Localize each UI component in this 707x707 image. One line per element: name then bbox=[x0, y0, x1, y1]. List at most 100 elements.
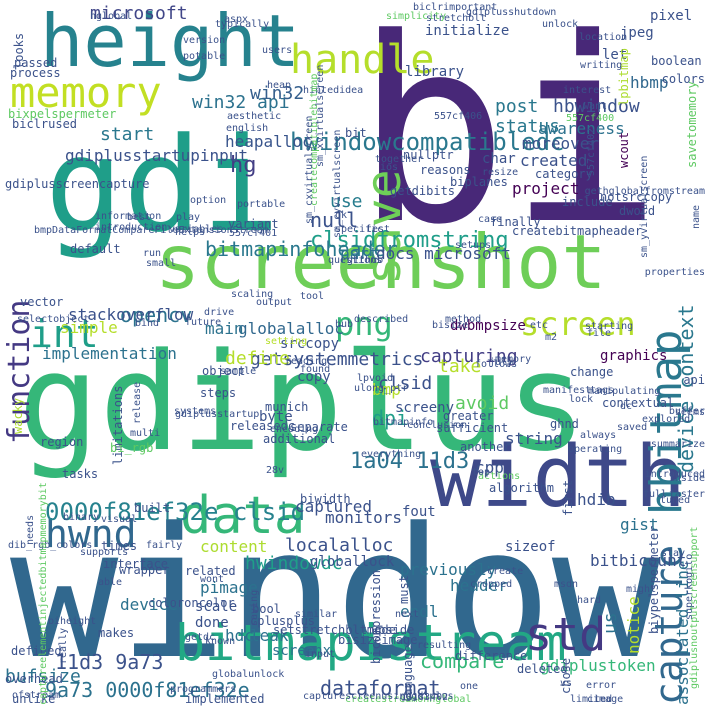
word-cloud-term: hdc bbox=[225, 626, 254, 645]
word-cloud-term: create bbox=[487, 566, 524, 577]
word-cloud-term: project bbox=[512, 179, 580, 198]
word-cloud-term: nullptr bbox=[403, 148, 454, 162]
word-cloud-term: bmpDataFormatCompareFileExtensionStream bbox=[34, 225, 269, 236]
word-cloud-term: bitmapinfo bbox=[373, 417, 434, 428]
word-cloud-term: data bbox=[180, 486, 306, 546]
word-cloud-term: inside bbox=[668, 473, 705, 484]
word-cloud-term: location bbox=[579, 32, 628, 43]
word-cloud-term: july bbox=[489, 357, 514, 368]
word-cloud-term: systems bbox=[174, 406, 217, 417]
word-cloud-term: faster bbox=[668, 489, 705, 500]
word-cloud-term: sm_cxvirtualscreen bbox=[304, 115, 315, 224]
word-cloud-term: difference bbox=[455, 649, 528, 663]
word-cloud-term: supports bbox=[80, 547, 129, 558]
word-cloud-term: 557cf401 bbox=[229, 228, 278, 239]
word-cloud-term: process bbox=[10, 66, 61, 80]
word-cloud-term: savetomemory bbox=[685, 81, 699, 169]
word-cloud-term: munich bbox=[265, 400, 309, 414]
word-cloud-term: hbwindow bbox=[553, 96, 640, 117]
word-cloud-term: manipulating bbox=[588, 386, 661, 397]
word-cloud-term: encoding bbox=[270, 424, 319, 435]
word-cloud-term: screenx bbox=[272, 643, 332, 659]
word-cloud-term: run bbox=[143, 248, 162, 259]
word-cloud-term: releasedc bbox=[230, 419, 296, 433]
word-cloud-term: win32 api bbox=[192, 92, 290, 113]
word-cloud-term: interface bbox=[103, 557, 169, 571]
word-cloud-term: release bbox=[132, 381, 143, 424]
word-cloud-term: makes bbox=[98, 626, 135, 640]
word-cloud-term: steps bbox=[200, 386, 237, 400]
word-cloud-term: memory bbox=[495, 354, 532, 365]
word-cloud-term: output bbox=[256, 297, 293, 308]
word-cloud-term: 1a04 11d3 bbox=[350, 449, 470, 474]
word-cloud-term: std bbox=[525, 608, 607, 661]
word-cloud-term: needs bbox=[25, 514, 36, 545]
word-cloud-term: dword bbox=[619, 204, 656, 218]
word-cloud-term: reading bbox=[285, 356, 328, 367]
word-cloud-term: everything bbox=[361, 449, 422, 460]
word-cloud-term: bixpelspermeter bbox=[8, 107, 117, 121]
word-cloud-term: lock bbox=[569, 394, 594, 405]
word-cloud-term: saved bbox=[617, 422, 648, 433]
word-cloud-term: pimage bbox=[200, 578, 258, 597]
word-cloud-term: cpp bbox=[475, 458, 504, 477]
word-cloud-term: device bbox=[120, 595, 178, 614]
word-cloud-term: createstreamonhglobal bbox=[345, 694, 472, 705]
word-cloud-term: play bbox=[176, 212, 201, 223]
word-cloud-term: sm_cyvirtualscreen bbox=[332, 129, 343, 238]
word-cloud-term: together bbox=[375, 154, 424, 165]
word-cloud-term: ulong_ptr bbox=[354, 383, 409, 394]
word-cloud-term: setstretchbltmode bbox=[273, 623, 396, 637]
word-cloud-term: region bbox=[40, 435, 84, 449]
word-cloud-term: created bbox=[520, 151, 588, 170]
word-cloud-term: change bbox=[570, 365, 614, 379]
word-cloud-term: summarize bbox=[650, 439, 705, 450]
word-cloud-term: png bbox=[335, 305, 393, 343]
word-cloud-term: height bbox=[40, 0, 301, 83]
word-cloud-term: ofstream bbox=[12, 690, 61, 701]
word-cloud-term: 557cf402 bbox=[586, 127, 597, 176]
word-cloud-term: hwnd bbox=[45, 512, 137, 556]
word-cloud-term: stay bbox=[661, 548, 686, 559]
word-cloud-term: helps bbox=[175, 227, 206, 238]
word-cloud-term: times bbox=[101, 539, 138, 553]
word-cloud-term: copy bbox=[297, 369, 331, 385]
word-cloud-term: built bbox=[134, 501, 171, 515]
word-cloud-term: bi bbox=[355, 0, 663, 281]
word-cloud-term: 11d3 9a73 bbox=[55, 650, 164, 674]
word-cloud-term: input bbox=[305, 649, 336, 660]
word-cloud-term: specific bbox=[335, 224, 384, 235]
word-cloud-term: tags bbox=[590, 385, 615, 396]
word-cloud-term: opencv bbox=[120, 303, 193, 327]
word-cloud-term: aesthetic bbox=[227, 111, 282, 122]
word-cloud-term: us bbox=[600, 611, 621, 634]
word-cloud-term: passed bbox=[14, 56, 58, 70]
word-cloud-term: hub bbox=[335, 319, 354, 330]
word-cloud-term: use bbox=[330, 191, 363, 212]
word-cloud-term: biwidth bbox=[300, 492, 351, 506]
word-cloud-term: monitors bbox=[325, 508, 403, 527]
word-cloud-term: variant bbox=[228, 217, 279, 231]
word-cloud-term: moreover bbox=[522, 134, 600, 153]
word-cloud-term: related bbox=[185, 564, 236, 578]
word-cloud-term: biplanes bbox=[450, 175, 508, 189]
word-cloud-term: resize bbox=[482, 167, 519, 178]
word-cloud-term: 557cf400 bbox=[566, 113, 615, 124]
word-cloud-term: gdiplusstartupinput bbox=[65, 146, 249, 165]
word-cloud-term: writing bbox=[580, 60, 623, 71]
word-cloud-term: option bbox=[190, 195, 227, 206]
word-cloud-term: wrapper bbox=[119, 563, 170, 577]
word-cloud-term: lpbitmap bbox=[617, 47, 631, 106]
word-cloud-term: clsid bbox=[378, 373, 433, 394]
word-cloud-term: able bbox=[98, 577, 123, 588]
word-cloud-term: first bbox=[561, 479, 575, 516]
word-cloud-term: gdiplusscreencapture bbox=[5, 177, 150, 191]
word-cloud-term: compare bbox=[420, 649, 505, 673]
word-cloud-term: cropped bbox=[470, 579, 513, 590]
word-cloud-term: post bbox=[495, 96, 539, 117]
word-cloud-term: dwbmpsize bbox=[450, 318, 526, 334]
word-cloud-term: gdi bbox=[45, 109, 280, 261]
word-cloud-term: introduction bbox=[95, 222, 168, 233]
word-cloud-term: handle bbox=[290, 37, 435, 83]
word-cloud-term: unlock bbox=[542, 19, 579, 30]
